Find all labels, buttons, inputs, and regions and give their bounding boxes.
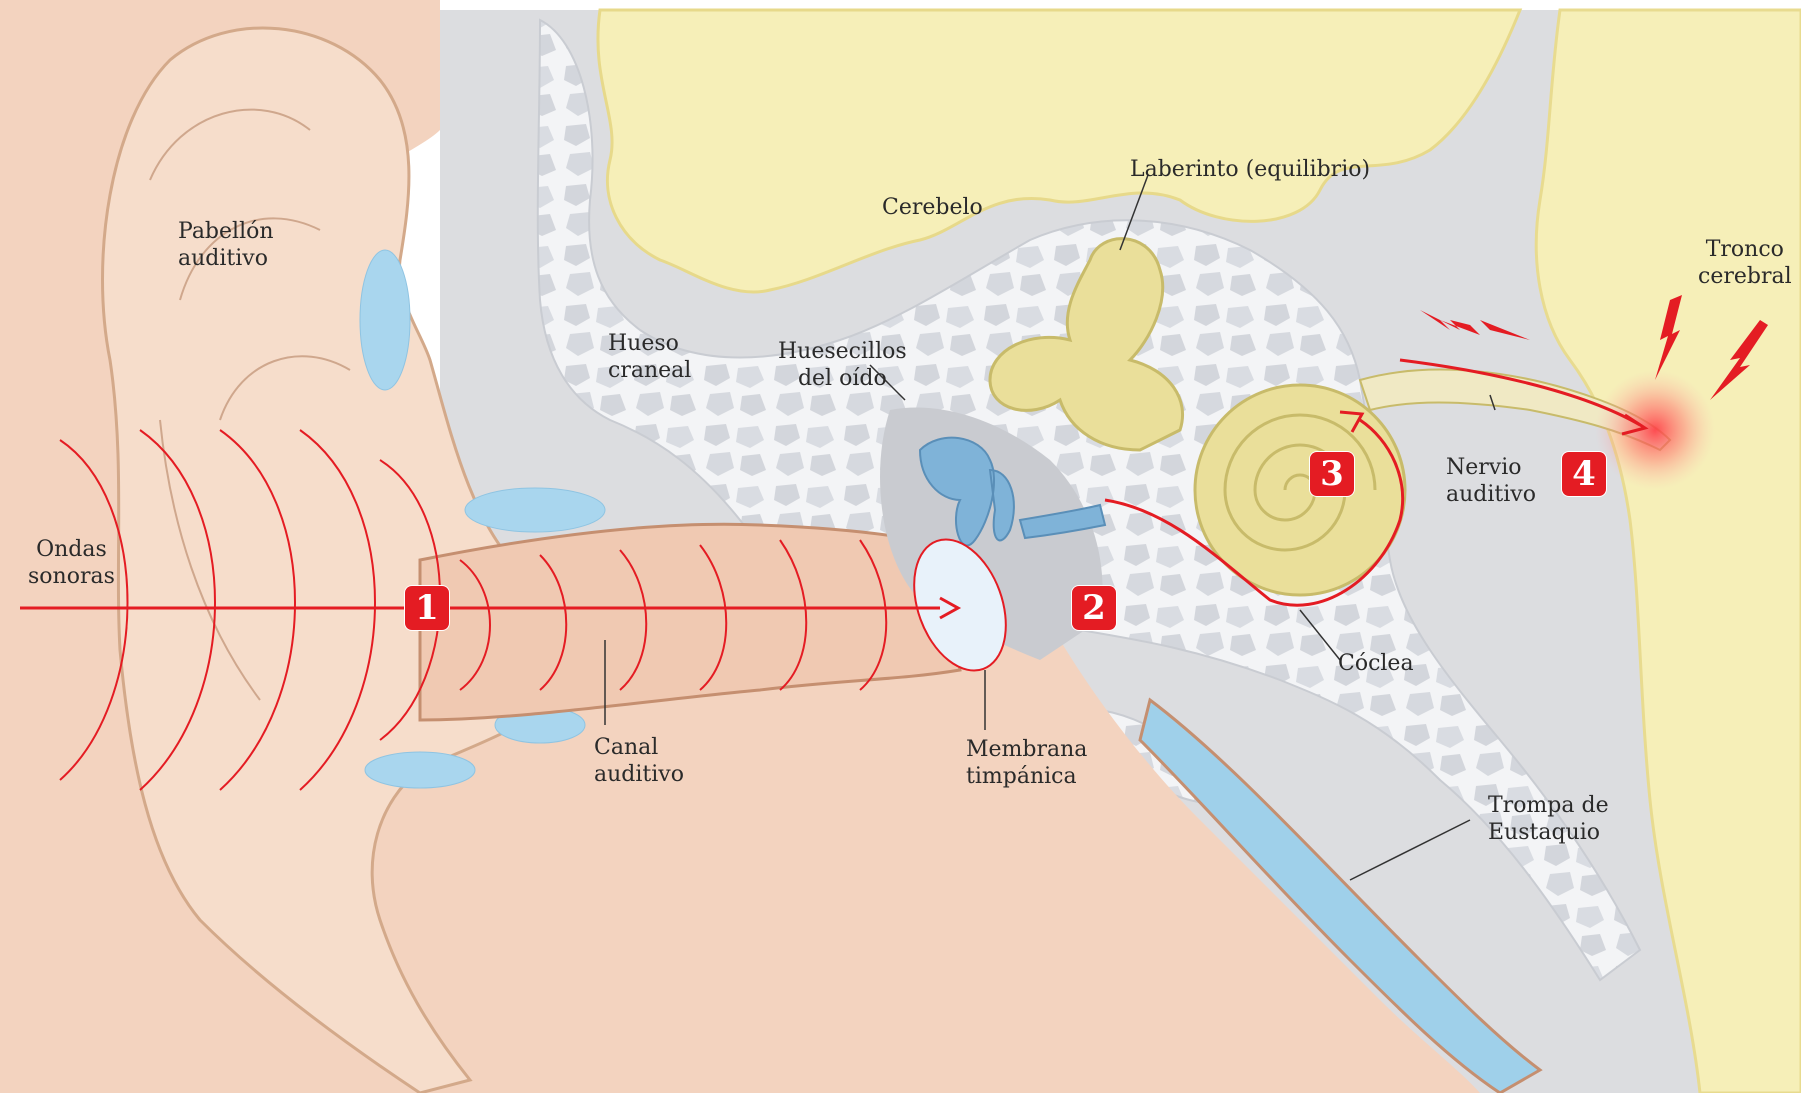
step-4-badge: 4 [1562, 452, 1606, 496]
cerebellum-label: Cerebelo [882, 194, 983, 221]
step-1-badge: 1 [405, 586, 449, 630]
labyrinth-label: Laberinto (equilibrio) [1130, 156, 1370, 183]
signal-glow [1595, 370, 1715, 490]
step-3-badge: 3 [1310, 452, 1354, 496]
fluid-blob-2 [465, 488, 605, 532]
fluid-blob-3 [365, 752, 475, 788]
cochlea-label: Cóclea [1338, 650, 1414, 677]
fluid-blob-1 [360, 250, 410, 390]
step-2-badge: 2 [1072, 586, 1116, 630]
